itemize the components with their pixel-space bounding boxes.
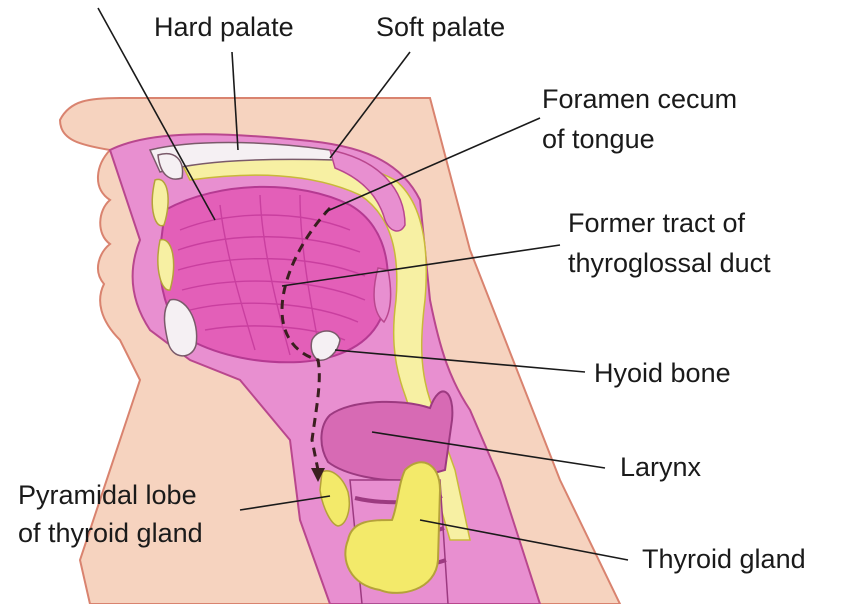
label-pyramidal-lobe-line1: Pyramidal lobe — [18, 478, 197, 512]
label-foramen-cecum-line2: of tongue — [542, 122, 655, 156]
label-hyoid-bone: Hyoid bone — [594, 356, 731, 390]
label-larynx: Larynx — [620, 450, 701, 484]
label-former-tract-line1: Former tract of — [568, 206, 745, 240]
label-hard-palate: Hard palate — [154, 10, 294, 44]
label-pyramidal-lobe-line2: of thyroid gland — [18, 516, 203, 550]
label-soft-palate: Soft palate — [376, 10, 505, 44]
label-thyroid-gland: Thyroid gland — [642, 542, 806, 576]
label-former-tract-line2: thyroglossal duct — [568, 246, 771, 280]
label-foramen-cecum-line1: Foramen cecum — [542, 82, 737, 116]
